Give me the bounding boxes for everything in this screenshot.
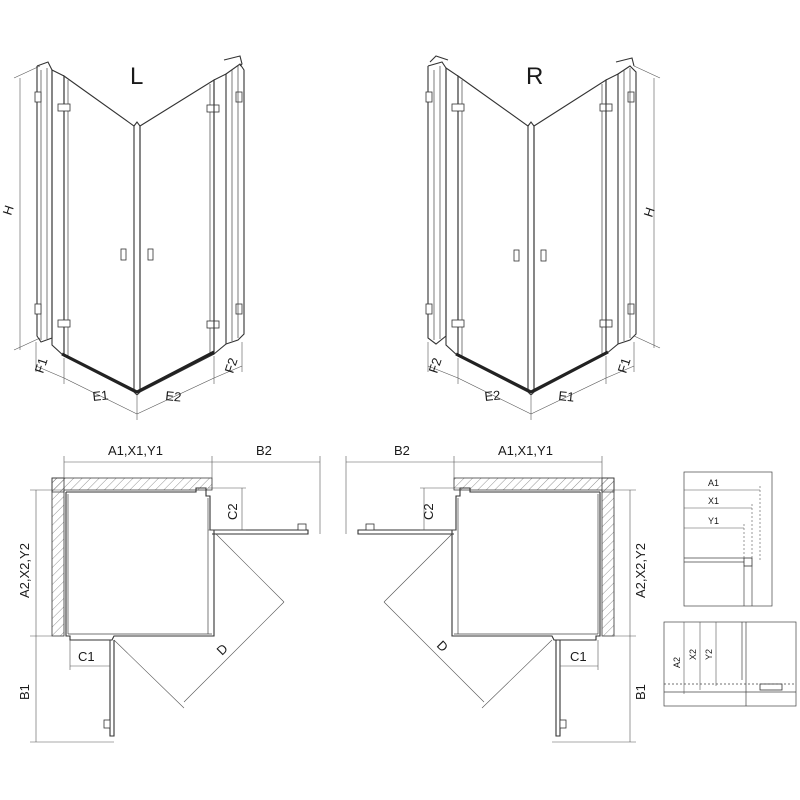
dim-label-f2-left: F2 <box>222 356 241 375</box>
bottom-dimensions-right <box>427 342 635 420</box>
variant-label-right: R <box>526 63 543 90</box>
door-open-bottom-right-plan <box>555 640 561 737</box>
c1-label-left-plan: C1 <box>78 649 95 664</box>
detail-label-a2: A2 <box>672 657 682 668</box>
wall-top-left-plan <box>51 477 213 493</box>
base-profile-right <box>455 350 609 394</box>
diagonal-dimension-left-plan <box>113 533 285 709</box>
detail-label-x2: X2 <box>688 649 698 660</box>
depth-dimension-right-plan <box>552 489 636 743</box>
wall-profile-left <box>36 61 53 343</box>
height-label-left: H <box>0 203 17 217</box>
wall-top-right-plan <box>453 477 615 493</box>
bottom-dimensions-left <box>35 342 243 420</box>
plan-view-right: D A1,X1,Y1 B2 C2 A2,X2,Y2 B1 <box>345 443 648 743</box>
c1-label-right-plan: C1 <box>570 649 587 664</box>
door-open-right-left-plan <box>212 529 309 535</box>
c1-dimension-right-plan <box>559 640 599 670</box>
side-label-left-plan: B1 <box>17 684 32 700</box>
corner-post-right <box>527 121 535 396</box>
dim-label-e2-right: E2 <box>484 387 501 404</box>
height-dimension-left <box>13 65 41 351</box>
enclosure-outline-right-plan <box>451 487 601 641</box>
height-label-right: H <box>641 205 658 219</box>
width-label-left-plan: A1,X1,Y1 <box>108 443 163 458</box>
fixed-panel-f1-left <box>34 69 65 358</box>
elevation-left: H <box>0 55 245 420</box>
plan-view-left: D A1,X1,Y1 B2 C2 A2,X2,Y2 B1 <box>17 443 321 743</box>
detail-depth-measurement: A2 X2 Y2 <box>663 621 797 707</box>
dim-label-f1-left: F1 <box>32 356 51 375</box>
variant-label-left: L <box>130 63 143 90</box>
c2-label-right-plan: C2 <box>421 503 436 520</box>
detail-label-x1: X1 <box>708 496 719 506</box>
c1-dimension-left-plan <box>69 640 111 670</box>
detail-label-a1: A1 <box>708 478 719 488</box>
door-panel-e1-left <box>57 74 135 393</box>
wall-left-left-plan <box>51 477 65 637</box>
width-label-right-plan: A1,X1,Y1 <box>498 443 553 458</box>
dim-label-f1-right: F1 <box>615 356 634 375</box>
wall-profile-right-side-left <box>223 55 245 345</box>
wall-profile-right-side-right <box>615 57 637 345</box>
return-label-right-plan: B2 <box>394 443 410 458</box>
return-label-left-plan: B2 <box>256 443 272 458</box>
c2-dimension-right-plan <box>420 487 460 531</box>
depth-label-left-plan: A2,X2,Y2 <box>17 543 32 598</box>
dim-label-e1-right: E1 <box>558 388 575 405</box>
wall-right-right-plan <box>601 477 615 637</box>
depth-dimension-left-plan <box>30 489 114 743</box>
dim-label-e2-left: E2 <box>165 388 182 405</box>
dim-label-e1-left: E1 <box>92 387 109 404</box>
side-label-right-plan: B1 <box>633 684 648 700</box>
height-dimension-right <box>633 65 661 349</box>
width-dimension-right-plan <box>345 456 603 534</box>
width-dimension-left-plan <box>63 456 321 534</box>
depth-label-right-plan: A2,X2,Y2 <box>633 543 648 598</box>
door-open-bottom-left-plan <box>109 640 115 737</box>
c2-label-left-plan: C2 <box>225 503 240 520</box>
base-profile-left <box>61 350 215 394</box>
door-panel-e1-right <box>533 78 613 393</box>
detail-width-measurement: A1 X1 Y1 <box>683 471 773 607</box>
corner-post-left <box>133 121 141 396</box>
detail-label-y1: Y1 <box>708 516 719 526</box>
detail-label-y2: Y2 <box>704 649 714 660</box>
elevation-right: H F2 E2 E1 F1 R <box>426 55 661 420</box>
enclosure-outline-left-plan <box>65 487 215 641</box>
door-panel-e2-right <box>451 74 529 393</box>
door-open-left-right-plan <box>357 529 454 535</box>
dim-label-f2-right: F2 <box>426 356 445 375</box>
diag-label-left-plan: D <box>214 641 231 658</box>
diagonal-dimension-right-plan <box>383 533 553 709</box>
c2-dimension-left-plan <box>208 487 246 531</box>
diag-label-right-plan: D <box>434 638 451 655</box>
door-panel-e2-left <box>139 79 220 393</box>
